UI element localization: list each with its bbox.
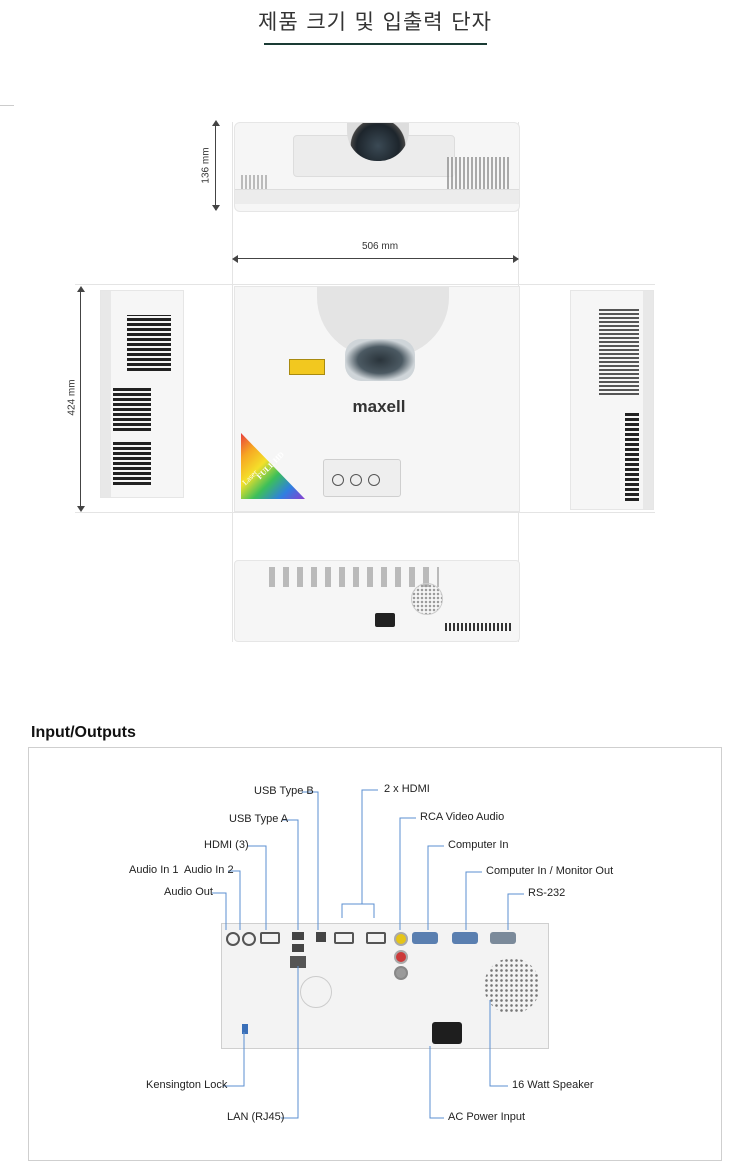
power-socket-icon [432, 1022, 462, 1044]
battery-cover [300, 976, 332, 1008]
hdmi-port-icon [366, 932, 386, 944]
control-button [332, 474, 344, 486]
height-dimension-line [215, 122, 216, 210]
projector-left-view [100, 290, 184, 498]
leader-hdmi-3 [248, 845, 267, 930]
label-hdmi-3: HDMI (3) [204, 839, 249, 851]
projector-front-view [234, 122, 520, 212]
label-speaker: 16 Watt Speaker [512, 1079, 594, 1091]
left-edge-marker [0, 105, 14, 106]
projector-right-view [570, 290, 654, 510]
width-dimension-line [234, 258, 518, 259]
usb-b-port-icon [316, 932, 326, 942]
base-strip [235, 189, 519, 204]
speaker-icon [484, 958, 540, 1014]
warning-label [289, 359, 325, 375]
hdmi-port-icon [260, 932, 280, 944]
vga-port-icon [452, 932, 478, 944]
audio-jack-icon [226, 932, 240, 946]
control-panel [323, 459, 401, 497]
hdmi-port-icon [334, 932, 354, 944]
side-edge [643, 291, 653, 509]
projector-top-view: maxell Laser FULL HD [234, 286, 520, 512]
speaker-icon [411, 583, 443, 615]
width-label: 506 mm [361, 241, 399, 252]
projector-rear-view [234, 560, 520, 642]
label-ac-power: AC Power Input [448, 1111, 526, 1123]
leader-two-hdmi [361, 789, 378, 904]
leader-speaker [489, 1000, 508, 1087]
arrow-left-icon [232, 255, 238, 263]
label-computer-monitor: Computer In / Monitor Out [486, 865, 614, 877]
label-lan: LAN (RJ45) [227, 1111, 285, 1123]
control-button [350, 474, 362, 486]
label-usb-type-a: USB Type A [229, 813, 289, 825]
guide-line [232, 122, 233, 642]
leader-lan [281, 966, 299, 1119]
vga-port-icon [412, 932, 438, 944]
leader-rca [399, 817, 416, 930]
rca-audio-icon [394, 950, 408, 964]
arrow-right-icon [513, 255, 519, 263]
vent-grille [447, 157, 511, 195]
label-computer-in: Computer In [448, 839, 509, 851]
rca-video-icon [394, 932, 408, 946]
vent-grille [241, 175, 269, 191]
leader-rs232 [507, 893, 524, 930]
arrow-down-icon [212, 205, 220, 211]
serial-port-icon [490, 932, 516, 944]
label-kensington: Kensington Lock [146, 1079, 228, 1091]
arrow-up-icon [212, 120, 220, 126]
port-panel [269, 567, 439, 587]
vent-grille [113, 441, 151, 485]
leader-usb-type-b [302, 791, 319, 930]
leader-two-hdmi-branch [341, 903, 375, 918]
leader-audio-in [228, 870, 241, 930]
brand-logo: maxell [352, 397, 406, 416]
leader-usb-type-a [282, 819, 299, 930]
audio-jack-icon [242, 932, 256, 946]
leader-computer-monitor [465, 871, 482, 930]
rca-audio-icon [394, 966, 408, 980]
vent-grille [599, 307, 639, 395]
guide-line [75, 284, 655, 285]
usb-port-icon [292, 944, 304, 952]
guide-line [75, 512, 655, 513]
leader-computer-in [427, 845, 444, 930]
side-edge [101, 291, 111, 497]
leader-audio-out [212, 892, 227, 930]
usb-port-icon [292, 932, 304, 940]
leader-kensington [223, 1032, 245, 1087]
arrow-up-icon [77, 286, 85, 292]
lock-slot-icon [242, 1024, 248, 1034]
io-section-title: Input/Outputs [31, 724, 136, 741]
vent-grille [113, 387, 151, 431]
control-button [368, 474, 380, 486]
vent-grille [445, 623, 511, 631]
arrow-down-icon [77, 506, 85, 512]
vent-grille [127, 315, 171, 371]
label-rs232: RS-232 [528, 887, 566, 899]
vent-grille [625, 411, 639, 501]
page-title: 제품 크기 및 입출력 단자 [258, 10, 492, 34]
power-socket-icon [375, 613, 395, 627]
label-audio-in: Audio In 1 Audio In 2 [129, 864, 234, 876]
rear-panel [221, 923, 549, 1049]
lens-icon [345, 339, 415, 381]
leader-ac-power [429, 1046, 444, 1119]
label-audio-out: Audio Out [164, 886, 213, 898]
title-underline [264, 43, 487, 45]
label-two-hdmi: 2 x HDMI [384, 783, 430, 795]
lan-port-icon [290, 956, 306, 968]
depth-dimension-line [80, 288, 81, 510]
label-usb-type-b: USB Type B [254, 785, 314, 797]
label-rca: RCA Video Audio [420, 811, 505, 823]
